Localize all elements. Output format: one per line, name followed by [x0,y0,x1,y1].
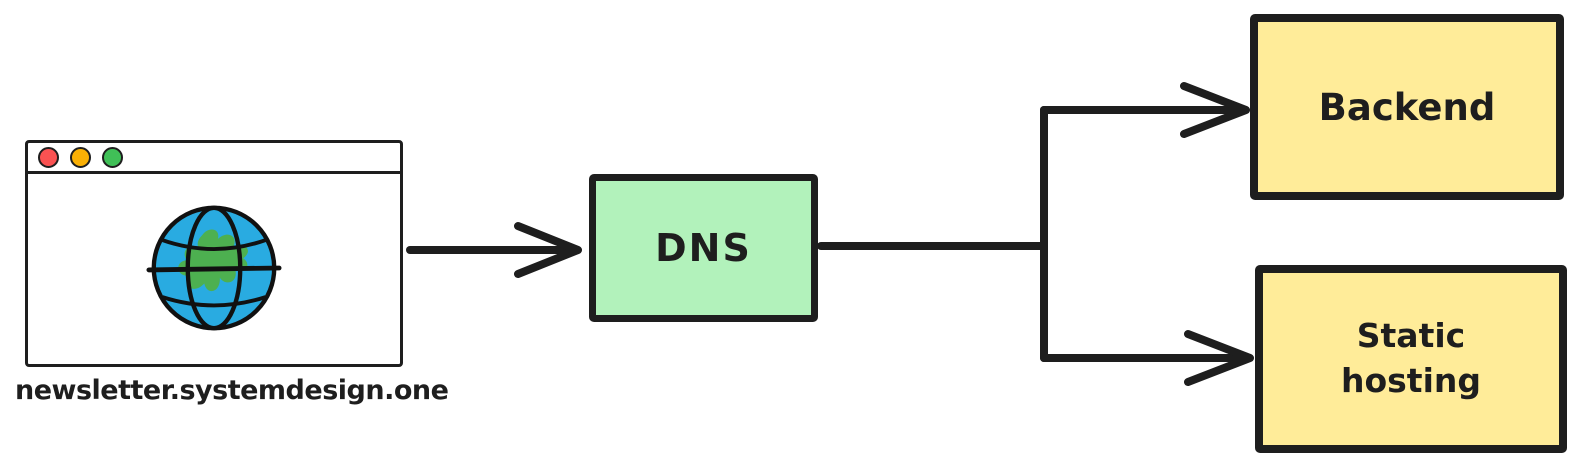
browser-viewport [28,174,400,362]
browser-caption: newsletter.systemdesign.one [15,375,449,406]
window-close-icon [38,146,59,168]
window-minimize-icon [70,146,91,168]
node-dns-label: DNS [655,226,752,270]
globe-continent [178,229,248,292]
globe-icon [146,205,282,331]
browser-window [25,140,403,367]
browser-titlebar [28,143,400,174]
arrow-dns-to-static-hosting [1040,330,1254,386]
node-backend-label: Backend [1318,85,1496,129]
window-maximize-icon [102,146,123,168]
node-static-hosting-label-line2: hosting [1340,361,1481,400]
edge-dns-trunk [817,106,1048,362]
node-static-hosting: Static hosting [1255,265,1567,453]
node-static-hosting-label-line1: Static [1356,316,1466,356]
node-backend: Backend [1250,14,1564,200]
arrow-browser-to-dns [406,222,582,278]
node-dns: DNS [589,174,818,322]
arrow-dns-to-backend [1040,82,1250,138]
